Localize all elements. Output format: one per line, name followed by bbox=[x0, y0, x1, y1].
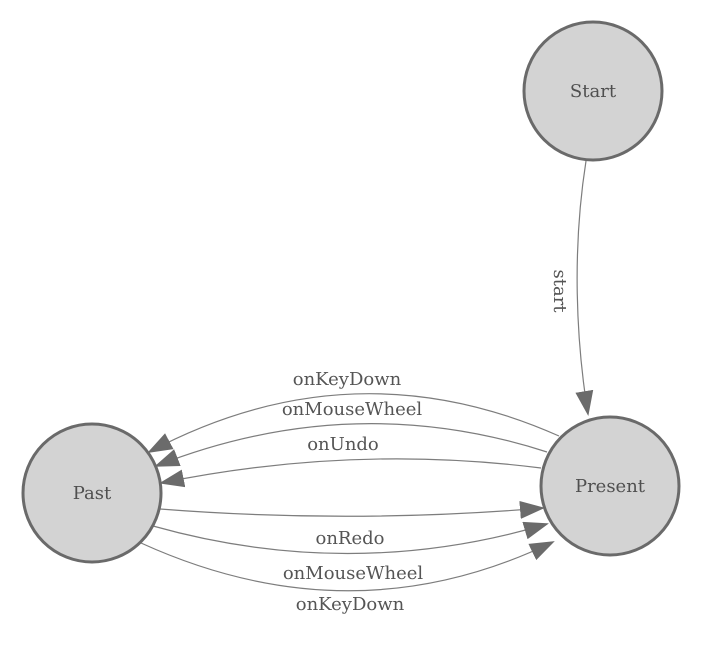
node-present[interactable]: Present bbox=[539, 415, 681, 557]
node-past[interactable]: Past bbox=[21, 422, 163, 564]
node-past-label: Past bbox=[73, 483, 112, 504]
edge-present-to-past-onmousewheel bbox=[154, 423, 548, 467]
edge-label-onmousewheel-top: onMouseWheel bbox=[282, 399, 423, 420]
node-present-circle[interactable] bbox=[539, 415, 681, 557]
edge-label-onkeydown-bottom: onKeyDown bbox=[296, 594, 405, 615]
node-start-circle[interactable] bbox=[522, 20, 664, 162]
node-layer: Start Present Past bbox=[21, 20, 681, 564]
edge-past-to-present-onkeydown bbox=[140, 541, 555, 592]
edge-label-start: start bbox=[549, 269, 570, 313]
edge-past-to-present-onredo bbox=[159, 500, 545, 519]
edge-layer: start onKeyDown onMouseWheel onUndo onRe… bbox=[140, 160, 594, 615]
node-past-circle[interactable] bbox=[21, 422, 163, 564]
edge-label-onredo: onRedo bbox=[316, 528, 385, 549]
node-present-label: Present bbox=[575, 476, 646, 497]
node-start-label: Start bbox=[570, 81, 617, 102]
edge-start-to-present bbox=[575, 160, 594, 416]
edge-label-onmousewheel-bottom: onMouseWheel bbox=[283, 563, 424, 584]
edge-present-to-past-onkeydown bbox=[147, 393, 560, 453]
edge-past-to-present-onmousewheel bbox=[152, 521, 549, 555]
edge-label-onundo: onUndo bbox=[307, 434, 379, 455]
edge-label-onkeydown-top: onKeyDown bbox=[293, 369, 402, 390]
edge-present-to-past-onundo bbox=[159, 458, 542, 488]
node-start[interactable]: Start bbox=[522, 20, 664, 162]
